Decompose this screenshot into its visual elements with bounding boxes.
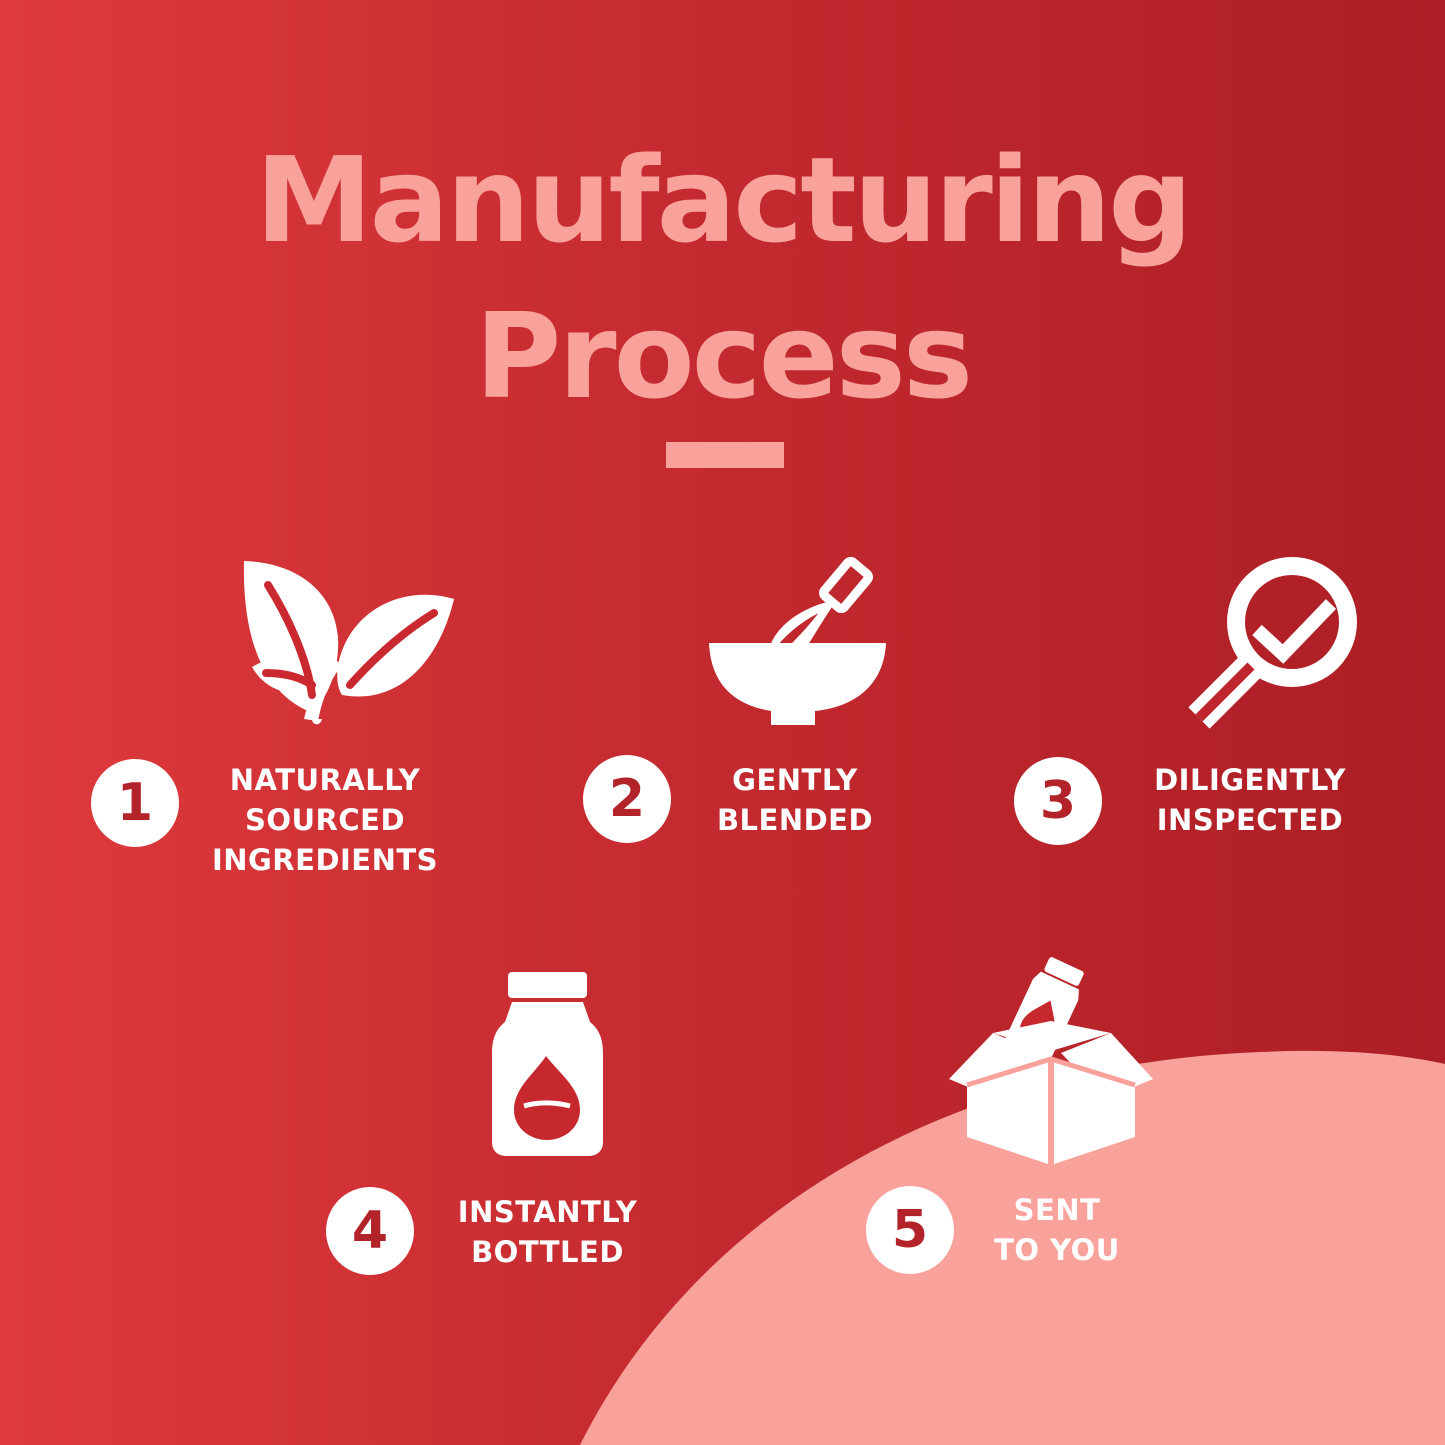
step-5-label-line-1: SENT (1013, 1193, 1101, 1227)
step-5-label-line-2: TO YOU (994, 1233, 1120, 1267)
step-4-label: INSTANTLY BOTTLED (435, 1192, 660, 1272)
step-4-label-line-2: BOTTLED (471, 1235, 624, 1269)
step-5-label: SENT TO YOU (972, 1190, 1142, 1270)
step-4-label-line-1: INSTANTLY (457, 1195, 638, 1229)
box-bottle-icon (949, 957, 1153, 1165)
step-2-number-badge: 2 (583, 755, 671, 843)
step-2-label: GENTLY BLENDED (690, 760, 900, 840)
step-1-label: NATURALLY SOURCED INGREDIENTS (200, 760, 450, 880)
step-3-number-badge: 3 (1014, 757, 1102, 845)
step-3-label: DILIGENTLY INSPECTED (1130, 760, 1370, 840)
bowl-whisk-icon (709, 556, 886, 725)
step-1-label-line-1: NATURALLY (229, 763, 421, 797)
page-title-line-1: Manufacturing (255, 131, 1193, 269)
title-divider (666, 442, 784, 468)
step-2-label-line-2: BLENDED (716, 803, 874, 837)
leaves-icon (243, 561, 454, 725)
step-3-label-line-2: INSPECTED (1156, 803, 1344, 837)
step-4-number-badge: 4 (326, 1187, 414, 1275)
step-1-label-line-3: INGREDIENTS (211, 843, 439, 877)
step-3-label-line-1: DILIGENTLY (1154, 763, 1346, 797)
page-title-line-2: Process (474, 287, 973, 425)
bottle-drop-icon (492, 972, 603, 1156)
step-1-label-line-2: SOURCED (244, 803, 406, 837)
magnifier-check-icon (1188, 557, 1357, 729)
step-1-number-badge: 1 (91, 759, 179, 847)
step-5-number-badge: 5 (866, 1186, 954, 1274)
step-2-label-line-1: GENTLY (732, 763, 858, 797)
